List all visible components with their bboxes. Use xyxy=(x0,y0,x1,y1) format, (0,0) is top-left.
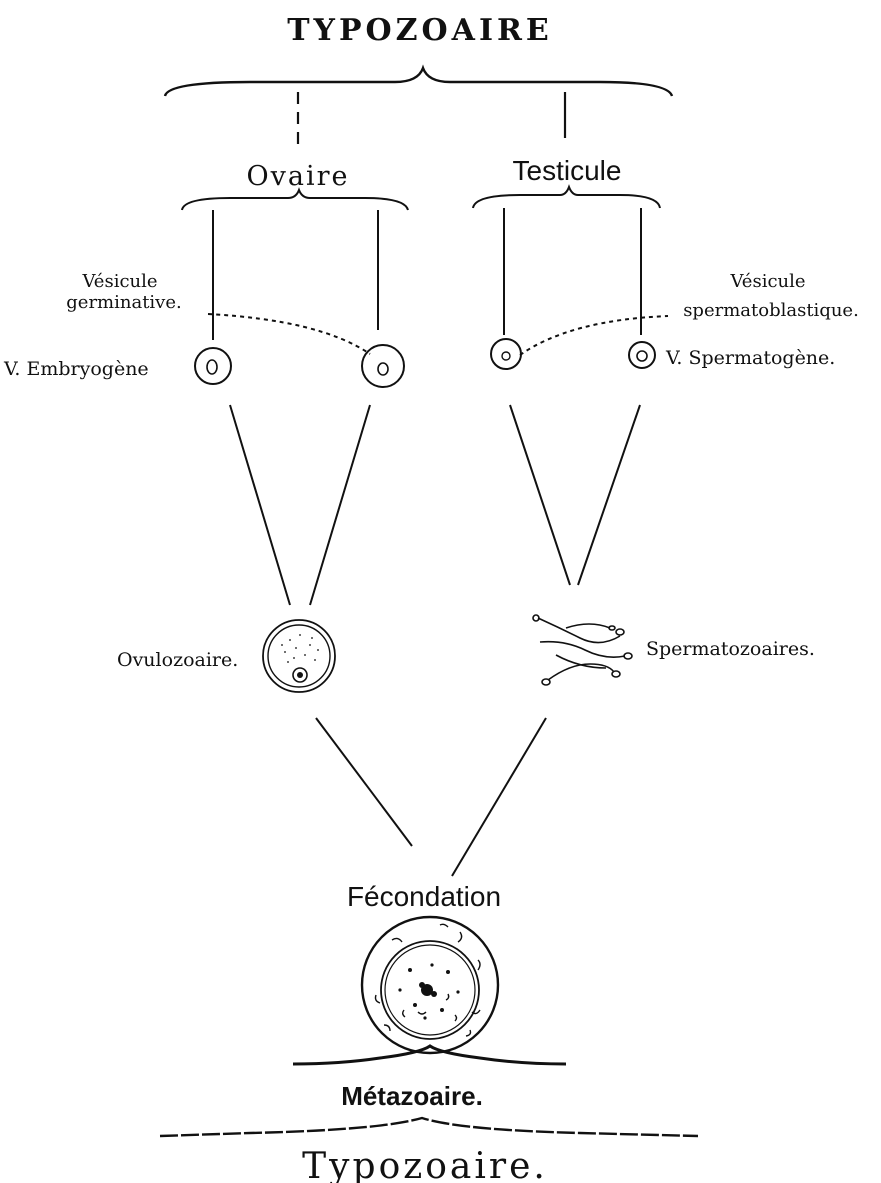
embryogene-cell-right xyxy=(361,344,405,388)
ovaire-brace xyxy=(181,187,409,211)
top-brace xyxy=(163,64,674,97)
diagram-title: TYPOZOAIRE xyxy=(287,13,553,48)
ovulozoaire-egg xyxy=(262,619,336,693)
spermatozoaires-label: Spermatozoaires. xyxy=(646,638,815,660)
vesicule-germinative-line1: Vésicule xyxy=(81,271,157,292)
vesicule-germinative-line2: germinative. xyxy=(66,292,181,313)
ovulozoaire-label: Ovulozoaire. xyxy=(117,649,238,671)
ovaire-label: Ovaire xyxy=(246,161,349,192)
converge-sperm-left xyxy=(509,404,571,586)
testicule-label: Testicule xyxy=(513,155,622,186)
embryogene-cell-left xyxy=(194,347,232,385)
to-fecondation-left xyxy=(315,717,413,847)
typozoaire-footer: Typozoaire. xyxy=(302,1146,548,1183)
spermatogene-cell-left xyxy=(490,338,522,370)
converge-ovule-right xyxy=(309,404,371,606)
fecondation-label: Fécondation xyxy=(347,881,501,912)
converge-ovule-left xyxy=(229,404,291,606)
converge-sperm-right xyxy=(577,404,641,586)
embryogene-label: V. Embryogène xyxy=(3,358,149,380)
vesicule-spermatoblastique-line2: spermatoblastique. xyxy=(683,300,859,321)
dotted-curve-left xyxy=(207,313,371,355)
fertilized-egg xyxy=(360,915,500,1055)
spermatozoaires-cluster xyxy=(532,614,633,686)
to-fecondation-right xyxy=(451,717,547,877)
spermatogene-cell-right xyxy=(628,341,656,369)
metazoaire-brace xyxy=(292,1044,567,1066)
dotted-curve-right xyxy=(519,315,669,356)
spermatogene-label: V. Spermatogène. xyxy=(665,347,835,369)
metazoaire-label: Métazoaire. xyxy=(341,1081,483,1111)
testicule-brace xyxy=(472,184,661,209)
typozoaire-brace xyxy=(159,1116,699,1138)
vesicule-spermatoblastique-line1: Vésicule xyxy=(729,271,805,292)
